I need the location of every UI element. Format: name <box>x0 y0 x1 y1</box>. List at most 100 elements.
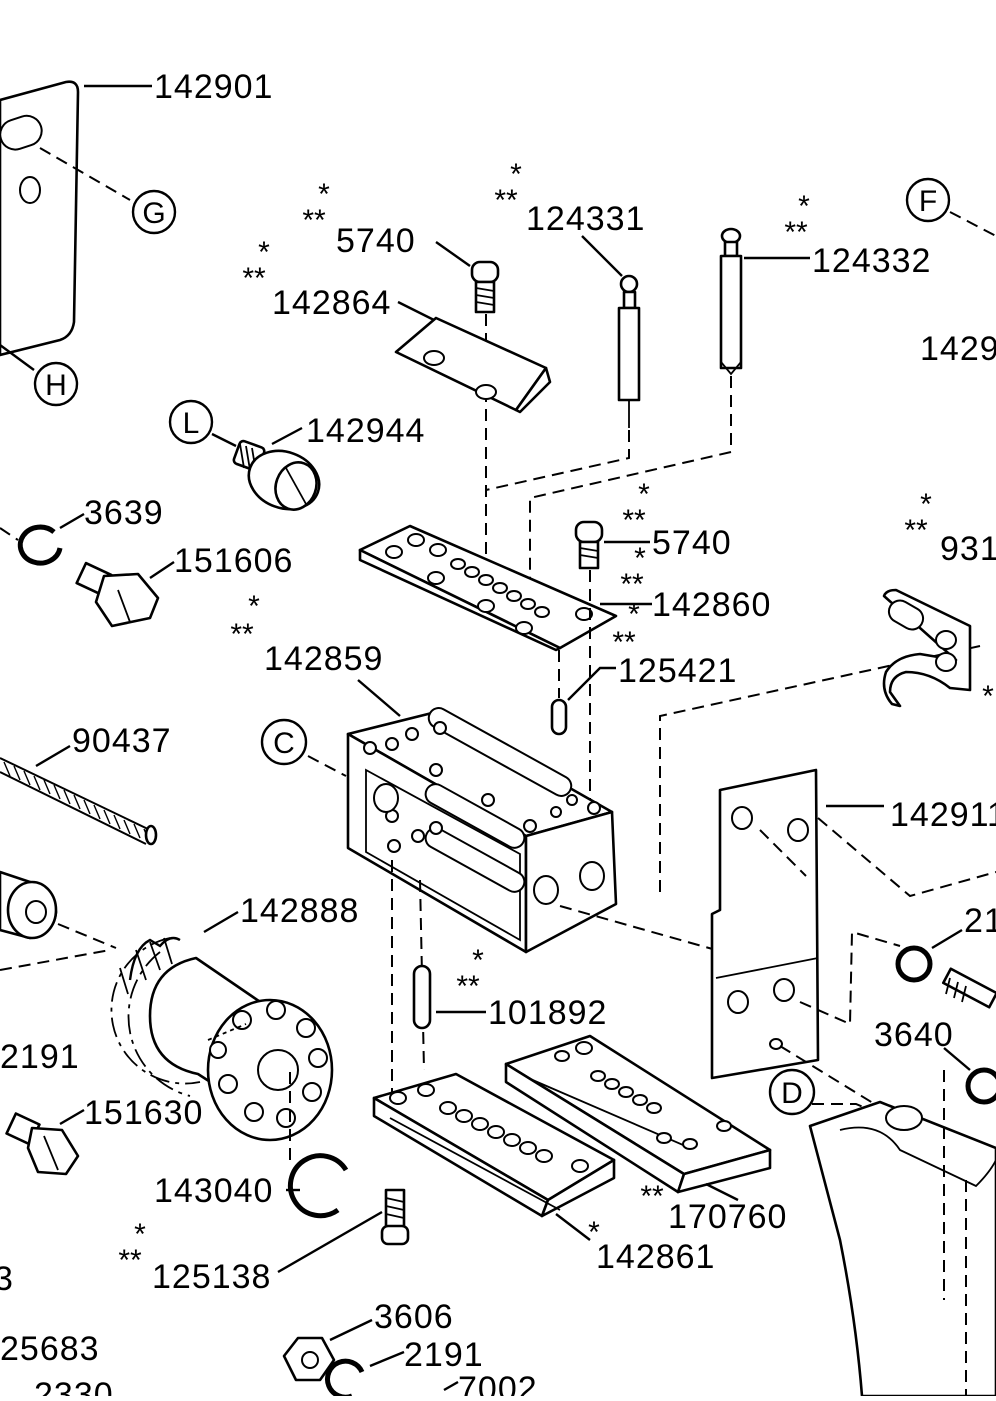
axis-block-bolt <box>559 905 717 951</box>
label-90437: 90437 <box>72 722 172 760</box>
mark-142864-double: ** <box>242 262 266 295</box>
part-3640-ring <box>965 1067 996 1105</box>
callout-L-letter: L <box>183 407 200 440</box>
axis-142911 <box>759 817 996 898</box>
leader-90437 <box>35 744 71 768</box>
leader-G <box>39 147 131 201</box>
label-1429-cut: 1429 <box>920 330 996 368</box>
callout-F: F <box>905 177 951 223</box>
mark-142860-single: * <box>634 542 646 575</box>
leader-170760 <box>705 1182 739 1202</box>
part-170760-plate <box>504 1034 772 1194</box>
mark-125138-single: * <box>134 1218 146 1251</box>
mark-9319-double: ** <box>904 514 928 547</box>
leader-142944 <box>271 426 303 446</box>
part-90437-spring-rod <box>0 757 158 846</box>
label-3606: 3606 <box>374 1298 454 1336</box>
axis-3639 <box>0 527 19 541</box>
mark-124332-single: * <box>798 190 810 223</box>
part-142861-plate <box>372 1072 616 1218</box>
part-21-ring <box>895 945 933 983</box>
label-124331: 124331 <box>526 200 645 238</box>
mark-124331-single: * <box>510 158 522 191</box>
part-142911-plate <box>710 768 820 1080</box>
part-142888-drum <box>110 936 334 1142</box>
label-151630: 151630 <box>84 1094 203 1132</box>
leader-3606 <box>329 1318 373 1342</box>
mark-101892-single: * <box>472 944 484 977</box>
mark-5740b-double: ** <box>622 504 646 537</box>
part-9319-bracket <box>882 588 972 708</box>
mark-142861-single: * <box>588 1216 600 1249</box>
leader-151606 <box>149 561 175 579</box>
part-5740-screw-top <box>470 260 500 314</box>
part-3639-ring <box>17 524 63 566</box>
label-142911: 142911 <box>890 796 996 834</box>
leader-H <box>0 344 35 371</box>
part-125421-pin <box>550 698 568 736</box>
axis-D <box>779 1045 931 1139</box>
label-142859: 142859 <box>264 640 383 678</box>
callout-H: H <box>33 361 79 407</box>
label-142864: 142864 <box>272 284 391 322</box>
part-2191-ring-bottom <box>325 1358 365 1400</box>
asterisk-marks: * ** * ** * ** * ** * ** * ** * ** * ** … <box>118 158 994 1277</box>
leader-125421 <box>567 666 616 701</box>
label-3-cut: 3 <box>0 1260 14 1298</box>
part-left-cylinder <box>0 870 58 940</box>
leader-142864 <box>397 300 435 322</box>
mark-142859-single: * <box>248 590 260 623</box>
callout-F-letter: F <box>919 185 937 218</box>
label-3640: 3640 <box>874 1016 954 1054</box>
part-142859-plate <box>358 524 618 652</box>
leader-124331 <box>581 235 623 277</box>
part-125138-screw <box>380 1188 410 1246</box>
part-5740-screw-second <box>574 520 604 570</box>
label-7002: 7002 <box>458 1370 538 1396</box>
leader-142888 <box>203 910 239 934</box>
label-5740-top: 5740 <box>336 222 416 260</box>
part-main-block <box>346 707 618 954</box>
label-931-cut: 931 <box>940 530 996 568</box>
mark-9319-single: * <box>920 488 932 521</box>
axis-left-cylinder-b <box>57 923 117 949</box>
label-2330: 2330 <box>34 1376 114 1396</box>
label-2191-bottom: 2191 <box>404 1336 484 1374</box>
label-125138: 125138 <box>152 1258 271 1296</box>
part-number-labels: 142901 5740 124331 124332 142864 1429 14… <box>0 68 996 1401</box>
leader-125138 <box>277 1210 383 1274</box>
part-142944-knob <box>232 439 321 511</box>
mark-5740a-double: ** <box>302 204 326 237</box>
axis-block-right <box>659 645 981 892</box>
mark-5740a-single: * <box>318 178 330 211</box>
part-right-screw <box>941 967 996 1009</box>
mark-124331-double: ** <box>494 184 518 217</box>
leader-142861 <box>555 1213 591 1241</box>
leader-5740a <box>435 241 471 267</box>
part-3606-nut <box>282 1336 336 1382</box>
label-142861: 142861 <box>596 1238 715 1276</box>
part-142864-bracket <box>394 316 552 414</box>
label-5740-second: 5740 <box>652 524 732 562</box>
mark-142860-double: ** <box>620 568 644 601</box>
part-142901-plate <box>0 80 80 357</box>
mark-170760-double: ** <box>640 1180 664 1213</box>
leader-3640 <box>943 1047 971 1071</box>
mark-124332-double: ** <box>784 216 808 249</box>
part-151606-screw <box>75 561 160 628</box>
label-25683: 25683 <box>0 1330 100 1368</box>
callout-D: D <box>768 1068 816 1116</box>
axis-124332 <box>529 376 732 620</box>
part-101892-pin <box>412 964 432 1030</box>
leader-3639 <box>59 512 85 530</box>
label-142901: 142901 <box>154 68 273 106</box>
leader-151630 <box>59 1108 85 1126</box>
leader-2191b <box>369 1350 405 1368</box>
label-151606: 151606 <box>174 542 293 580</box>
label-170760: 170760 <box>668 1198 787 1236</box>
callout-G-letter: G <box>142 197 165 230</box>
leader-L <box>211 432 237 448</box>
part-bottom-right-housing <box>808 1070 996 1398</box>
mark-142859-double: ** <box>230 618 254 651</box>
